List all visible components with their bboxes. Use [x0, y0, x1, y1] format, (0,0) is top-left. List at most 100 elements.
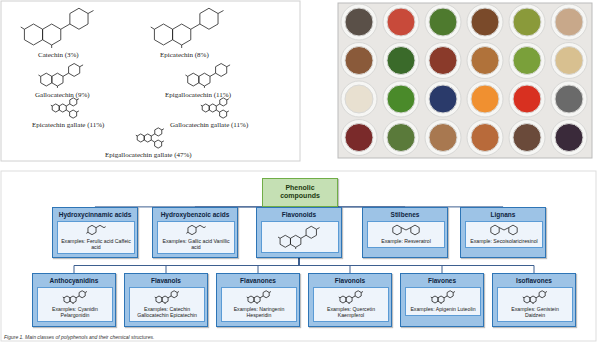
- tree-connector: [299, 258, 534, 273]
- bowl: [551, 43, 587, 79]
- example-text: Examples: Catechin Gallocatechin Epicate…: [133, 306, 201, 318]
- bowl: [467, 43, 503, 79]
- class-name: Lignans: [464, 211, 542, 219]
- food: [387, 124, 415, 152]
- compound-label: Epigallocatechin gallate (47%): [105, 151, 192, 159]
- molecule: [185, 64, 230, 88]
- food: [345, 124, 373, 152]
- class-name: Flavanols: [128, 277, 204, 285]
- molecule: [133, 290, 201, 304]
- food: [429, 8, 457, 36]
- class-name: Phenolic compounds: [266, 184, 334, 201]
- compound-label: Gallocatechin (9%): [35, 91, 90, 99]
- bowl: [509, 81, 545, 117]
- molecule: [161, 224, 231, 236]
- food: [387, 47, 415, 75]
- molecule-structure: [393, 225, 419, 235]
- food: [429, 124, 457, 152]
- tree-connector: [258, 258, 299, 273]
- class-name: Flavonols: [312, 277, 388, 285]
- bowl: [551, 4, 587, 40]
- bowl: [425, 120, 461, 156]
- class-box: FlavanonesExamples: Naringenin Hesperidi…: [216, 273, 300, 327]
- compound-label: Catechin (3%): [38, 51, 79, 59]
- molecule-structure: [431, 291, 455, 304]
- bowl: [467, 81, 503, 117]
- bowl: [509, 120, 545, 156]
- class-name: Isoflavones: [496, 277, 572, 285]
- figure-caption: Figure 1. Main classes of polyphenols an…: [4, 334, 154, 340]
- food: [345, 8, 373, 36]
- compound-label: Epigallocatechin (11%): [165, 91, 231, 99]
- food: [471, 124, 499, 152]
- food: [387, 85, 415, 113]
- molecule: [201, 98, 229, 118]
- compound-label: Epicatechin gallate (11%): [32, 121, 104, 129]
- compound-label: Gallocatechin gallate (11%): [170, 121, 248, 129]
- molecule: [317, 290, 385, 304]
- food: [555, 85, 583, 113]
- structure-panel: [1, 1, 300, 161]
- class-name: Flavonoids: [260, 211, 338, 219]
- molecule: [409, 290, 477, 304]
- class-box: AnthocyanidinsExamples: Cyanidin Pelargo…: [32, 273, 116, 327]
- class-box: LignansExample: Secoisolariciresinol: [460, 207, 546, 258]
- food-bowls: [341, 4, 587, 156]
- example-box: Examples: Naringenin Hesperidin: [221, 287, 297, 322]
- bowl: [509, 4, 545, 40]
- food: [471, 85, 499, 113]
- example-text: Example: Secoisolariciresinol: [469, 238, 539, 244]
- molecule: [151, 8, 224, 48]
- food: [513, 47, 541, 75]
- bowl: [383, 120, 419, 156]
- class-box: Hydroxycinnamic acidsExamples: Ferulic a…: [52, 207, 138, 258]
- molecule-structure: [339, 291, 363, 304]
- food: [429, 85, 457, 113]
- food: [555, 124, 583, 152]
- class-name: Flavanones: [220, 277, 296, 285]
- example-text: Examples: Quercetin Kaempferol: [317, 306, 385, 318]
- food: [513, 8, 541, 36]
- bowl: [551, 81, 587, 117]
- molecule-structure: [523, 291, 547, 304]
- molecule: [51, 98, 79, 118]
- molecule-structure: [63, 291, 87, 304]
- bowl: [425, 43, 461, 79]
- example-box: Examples: Quercetin Kaempferol: [313, 287, 389, 322]
- class-box: Flavonoids: [256, 207, 342, 258]
- food: [471, 47, 499, 75]
- bowl: [383, 4, 419, 40]
- tree-connector: [74, 258, 299, 273]
- bowl: [341, 43, 377, 79]
- class-name: Stilbenes: [366, 211, 444, 219]
- figure-panel: [1, 171, 596, 341]
- example-text: Example: Resveratrol: [371, 238, 441, 244]
- food: [555, 8, 583, 36]
- molecule: [371, 224, 441, 236]
- class-box: FlavonesExamples: Apigenin Luteolin: [400, 273, 484, 327]
- example-box: Examples: Apigenin Luteolin: [405, 287, 481, 316]
- structure-panel: [261, 221, 339, 253]
- example-text: Examples: Gallic acid Vanillic acid: [161, 238, 231, 250]
- molecule: [61, 224, 131, 236]
- molecule: [264, 225, 334, 249]
- bowl: [341, 120, 377, 156]
- molecule: [501, 290, 569, 304]
- compound-label: Epicatechin (8%): [160, 51, 209, 59]
- food: [513, 85, 541, 113]
- bowl: [551, 120, 587, 156]
- molecule: [21, 8, 94, 48]
- example-box: Examples: Genistein Daidzein: [497, 287, 573, 322]
- class-name: Hydroxycinnamic acids: [56, 211, 134, 219]
- food: [345, 47, 373, 75]
- example-box: Example: Secoisolariciresinol: [465, 221, 543, 248]
- class-box: FlavanolsExamples: Catechin Gallocatechi…: [124, 273, 208, 327]
- food-photo: [338, 3, 592, 158]
- class-box: StilbenesExample: Resveratrol: [362, 207, 448, 258]
- example-text: Examples: Genistein Daidzein: [501, 306, 569, 318]
- molecule-structure: [247, 291, 271, 304]
- bowl: [467, 120, 503, 156]
- example-box: Examples: Ferulic acid Caffeic acid: [57, 221, 135, 254]
- food: [345, 85, 373, 113]
- example-box: Examples: Cyanidin Pelargonidin: [37, 287, 113, 322]
